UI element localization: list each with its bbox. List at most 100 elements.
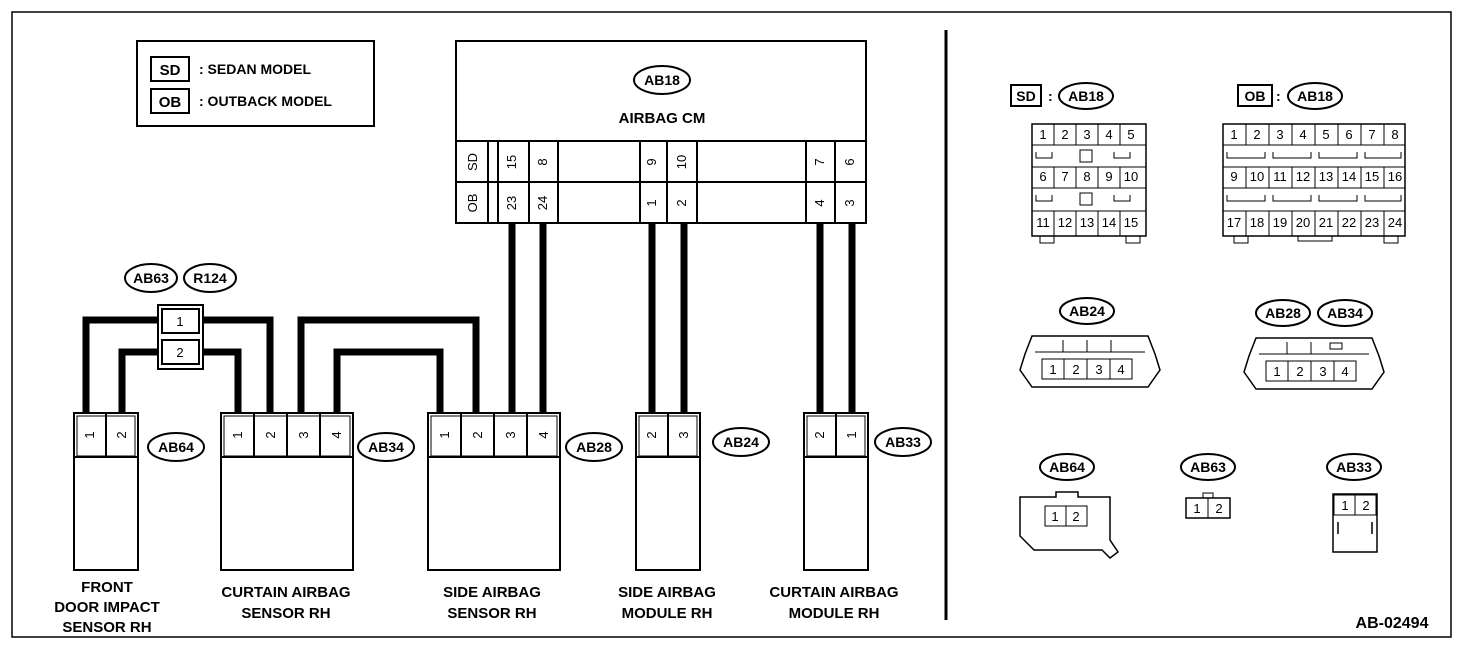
pin: 12 (1296, 169, 1310, 184)
pin: 14 (1342, 169, 1356, 184)
pin: 1 (1049, 362, 1056, 377)
cm-row-sd-label: SD (465, 153, 480, 171)
pin: 2 (1072, 509, 1079, 524)
pin: 2 (1362, 498, 1369, 513)
pin: 8 (1391, 127, 1398, 142)
side-module-name: MODULE RH (622, 605, 713, 622)
ob-ab18-header: OB : AB18 (1237, 82, 1343, 110)
side-module-name: SIDE AIRBAG (618, 584, 716, 601)
pin-grid: 1 2 3 4 5 6 7 8 9 10 11 12 13 14 15 (1036, 127, 1138, 230)
pin: 15 (1124, 215, 1138, 230)
pin: 20 (1296, 215, 1310, 230)
pin: 4 (1105, 127, 1112, 142)
wire (203, 316, 274, 413)
ab33-connector-view: AB33 1 2 (1326, 453, 1382, 553)
pin: 1 (1230, 127, 1237, 142)
curtain-sensor-name: CURTAIN AIRBAG (221, 584, 350, 601)
ab34-pin: 3 (296, 431, 311, 438)
pin: 11 (1273, 169, 1287, 184)
ab64-pin: 2 (114, 431, 129, 438)
cm-ob-pin: 24 (535, 196, 550, 210)
pin: 6 (1345, 127, 1352, 142)
cm-tag: AB18 (644, 72, 680, 88)
sd-code: SD (1016, 88, 1035, 104)
pin: 10 (1124, 169, 1138, 184)
pin: 16 (1388, 169, 1402, 184)
side-sensor-name: SENSOR RH (447, 605, 536, 622)
cm-sd-pin: 8 (535, 158, 550, 165)
pin: 6 (1039, 169, 1046, 184)
pin: 15 (1365, 169, 1379, 184)
pin: 12 (1058, 215, 1072, 230)
ab64-connector-view: AB64 1 2 (1019, 453, 1120, 559)
pin: 2 (1296, 364, 1303, 379)
pin: 19 (1273, 215, 1287, 230)
pin: 13 (1319, 169, 1333, 184)
pin: 22 (1342, 215, 1356, 230)
ab63-view-tag: AB63 (1190, 459, 1226, 475)
ab63-tag: AB63 (133, 270, 169, 286)
ab24-pin: 2 (644, 431, 659, 438)
pin: 10 (1250, 169, 1264, 184)
ab34-tag: AB34 (368, 439, 404, 455)
ob-ab18-tag: AB18 (1297, 88, 1333, 104)
ab33-tag: AB33 (885, 434, 921, 450)
pin: 4 (1299, 127, 1306, 142)
side-sensor-name: SIDE AIRBAG (443, 584, 541, 601)
ab24-tag: AB24 (723, 434, 759, 450)
pin: 23 (1365, 215, 1379, 230)
pin: 5 (1127, 127, 1134, 142)
side-airbag-sensor: 1 2 3 4 AB28 SIDE AIRBAG SENSOR RH (427, 412, 623, 622)
joint-pin: 2 (176, 345, 183, 360)
legend-ob-text: : OUTBACK MODEL (199, 93, 332, 109)
joint-connector: AB63 R124 1 2 (124, 263, 237, 370)
pin: 9 (1230, 169, 1237, 184)
pin: 18 (1250, 215, 1264, 230)
ab64-tag: AB64 (158, 439, 194, 455)
ab24-view-tag: AB24 (1069, 303, 1105, 319)
ab34-pin: 2 (263, 431, 278, 438)
pin: 14 (1102, 215, 1116, 230)
joint-pin: 1 (176, 314, 183, 329)
pin: 3 (1095, 362, 1102, 377)
ab28-pin: 1 (437, 431, 452, 438)
pin: 8 (1083, 169, 1090, 184)
pin: 3 (1319, 364, 1326, 379)
pin: 2 (1215, 501, 1222, 516)
pin: 2 (1072, 362, 1079, 377)
legend-ob-code: OB (159, 94, 182, 111)
ab28-tag: AB28 (576, 439, 612, 455)
pin: 21 (1319, 215, 1333, 230)
cm-ob-pin: 23 (504, 196, 519, 210)
ob-code: OB (1245, 88, 1266, 104)
wire-harness (82, 223, 856, 413)
pin: 3 (1276, 127, 1283, 142)
figure-id: AB-02494 (1356, 615, 1429, 632)
cm-ob-pin: 4 (812, 199, 827, 206)
ab64-view-tag: AB64 (1049, 459, 1085, 475)
pin: 7 (1061, 169, 1068, 184)
front-door-impact-sensor: 1 2 AB64 FRONT DOOR IMPACT SENSOR RH (54, 412, 205, 636)
pin: 24 (1388, 215, 1402, 230)
pin: 1 (1193, 501, 1200, 516)
ab63-connector-view: AB63 1 2 (1180, 453, 1236, 519)
cm-sd-pin: 7 (812, 158, 827, 165)
pin: 13 (1080, 215, 1094, 230)
wire (333, 348, 444, 413)
wire (203, 348, 242, 413)
ab34-pin: 4 (329, 431, 344, 438)
curtain-module-name: CURTAIN AIRBAG (769, 584, 898, 601)
pin: 1 (1273, 364, 1280, 379)
colon-separator: : (1276, 88, 1281, 104)
pin: 3 (1083, 127, 1090, 142)
cm-sd-pin: 15 (504, 155, 519, 169)
pin: 4 (1341, 364, 1348, 379)
front-door-name: DOOR IMPACT (54, 599, 160, 616)
ab34-view-tag: AB34 (1327, 305, 1363, 321)
pin: 5 (1322, 127, 1329, 142)
wire (297, 316, 480, 413)
curtain-sensor-name: SENSOR RH (241, 605, 330, 622)
pin: 4 (1117, 362, 1124, 377)
pin: 2 (1061, 127, 1068, 142)
